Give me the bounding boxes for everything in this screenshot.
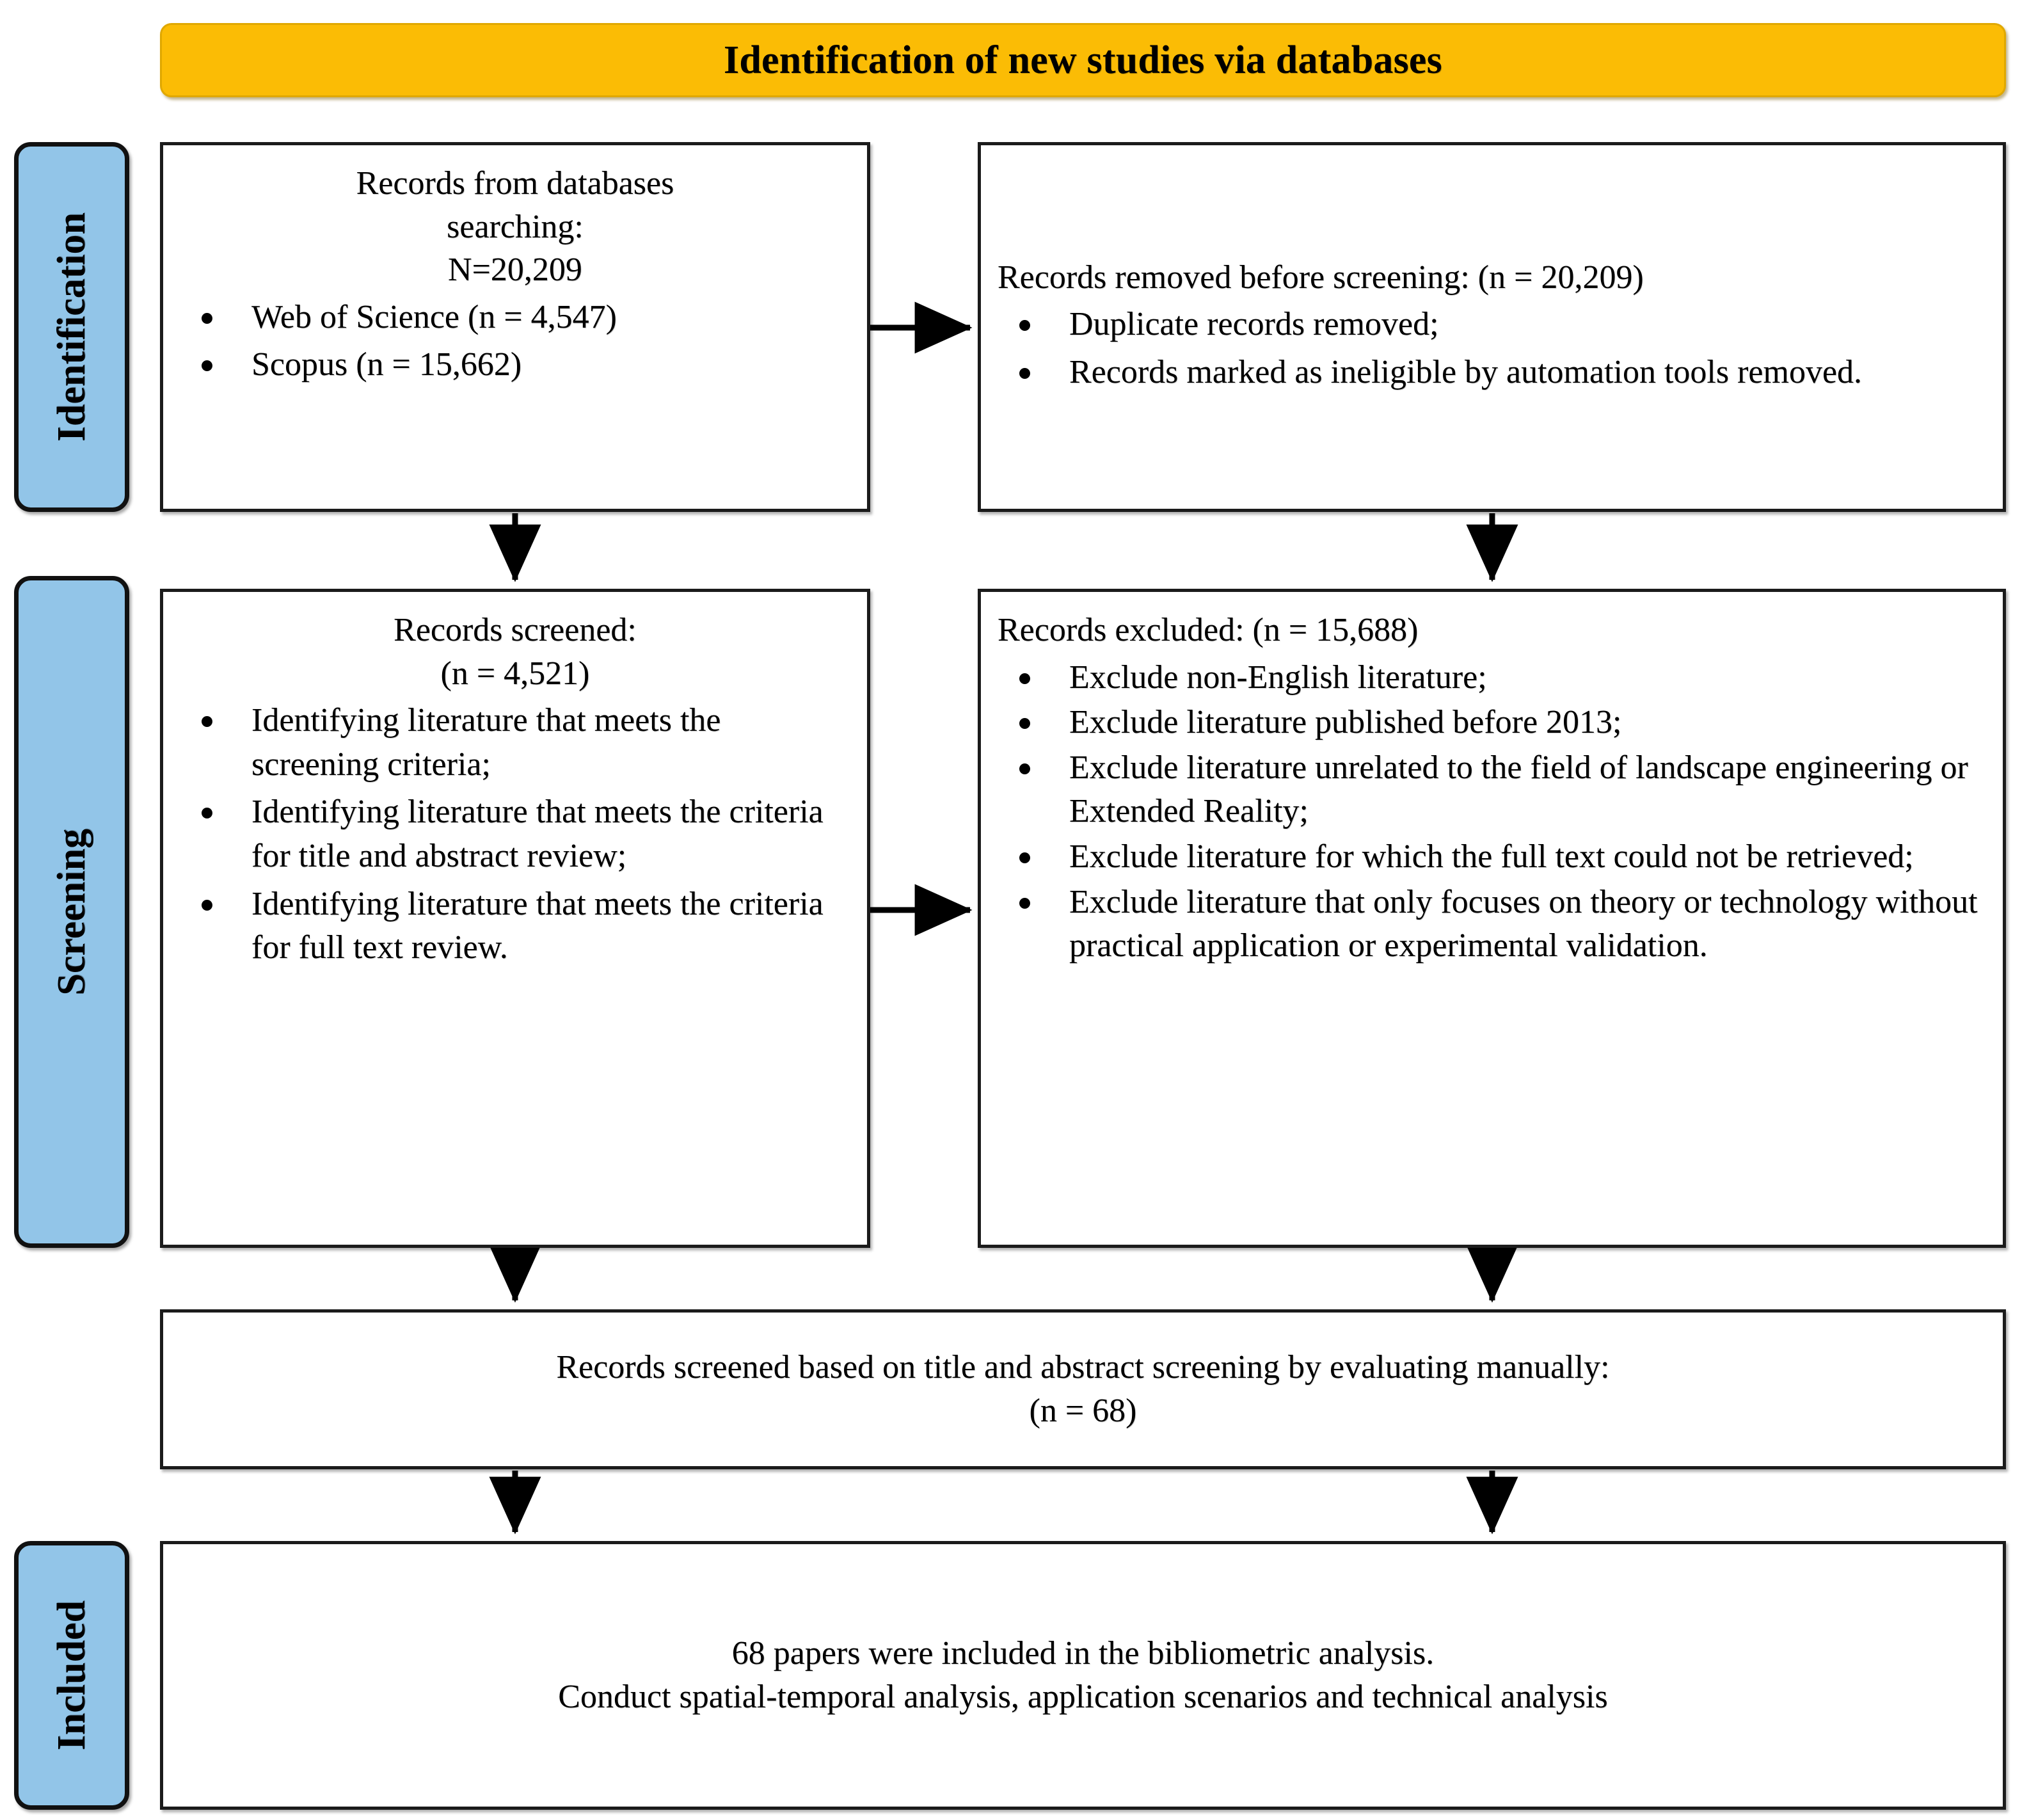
list-item: Exclude literature published before 2013… bbox=[998, 701, 1986, 745]
stage-label-included: Included bbox=[49, 1600, 93, 1751]
records-databases-heading-line1: Records from databases bbox=[356, 165, 674, 202]
included-final-line2: Conduct spatial-temporal analysis, appli… bbox=[558, 1679, 1608, 1715]
box-included-final: 68 papers were included in the bibliomet… bbox=[160, 1541, 2006, 1810]
records-excluded-heading: Records excluded: (n = 15,688) bbox=[998, 612, 1419, 648]
records-databases-bullet-list: Web of Science (n = 4,547) Scopus (n = 1… bbox=[180, 296, 850, 391]
list-item: Exclude literature for which the full te… bbox=[998, 835, 1986, 879]
list-item: Web of Science (n = 4,547) bbox=[180, 296, 850, 340]
list-item: Exclude literature unrelated to the fiel… bbox=[998, 746, 1986, 834]
list-item: Duplicate records removed; bbox=[998, 303, 1986, 347]
stage-tab-included: Included bbox=[14, 1541, 129, 1810]
title-abstract-line1: Records screened based on title and abst… bbox=[556, 1349, 1610, 1386]
box-title-abstract-screening: Records screened based on title and abst… bbox=[160, 1309, 2006, 1469]
stage-label-identification: Identification bbox=[49, 212, 93, 442]
diagram-title-banner: Identification of new studies via databa… bbox=[160, 23, 2006, 97]
records-screened-bullet-list: Identifying literature that meets the sc… bbox=[180, 699, 850, 974]
box-records-from-databases: Records from databases searching: N=20,2… bbox=[160, 142, 870, 512]
list-item: Identifying literature that meets the cr… bbox=[180, 882, 850, 970]
box-records-excluded: Records excluded: (n = 15,688) Exclude n… bbox=[978, 589, 2006, 1248]
list-item: Exclude literature that only focuses on … bbox=[998, 881, 1986, 968]
list-item: Exclude non-English literature; bbox=[998, 656, 1986, 700]
stage-tab-identification: Identification bbox=[14, 142, 129, 512]
box-records-screened: Records screened: (n = 4,521) Identifyin… bbox=[160, 589, 870, 1248]
stage-tab-screening: Screening bbox=[14, 576, 129, 1248]
box-records-removed-before-screening: Records removed before screening: (n = 2… bbox=[978, 142, 2006, 512]
list-item: Scopus (n = 15,662) bbox=[180, 343, 850, 387]
records-removed-bullet-list: Duplicate records removed; Records marke… bbox=[998, 303, 1986, 398]
records-databases-heading-line3: N=20,209 bbox=[448, 251, 582, 289]
list-item: Identifying literature that meets the cr… bbox=[180, 790, 850, 878]
records-excluded-bullet-list: Exclude non-English literature; Exclude … bbox=[998, 656, 1986, 970]
records-screened-heading-line1: Records screened: bbox=[394, 612, 637, 648]
list-item: Identifying literature that meets the sc… bbox=[180, 699, 850, 786]
list-item: Records marked as ineligible by automati… bbox=[998, 351, 1986, 395]
page-title: Identification of new studies via databa… bbox=[724, 38, 1442, 82]
title-abstract-line2: (n = 68) bbox=[1029, 1393, 1137, 1429]
records-databases-heading-line2: searching: bbox=[447, 208, 584, 245]
included-final-line1: 68 papers were included in the bibliomet… bbox=[731, 1635, 1435, 1672]
stage-label-screening: Screening bbox=[49, 828, 93, 996]
records-screened-heading-line2: (n = 4,521) bbox=[440, 655, 590, 692]
records-removed-heading: Records removed before screening: (n = 2… bbox=[998, 259, 1644, 296]
